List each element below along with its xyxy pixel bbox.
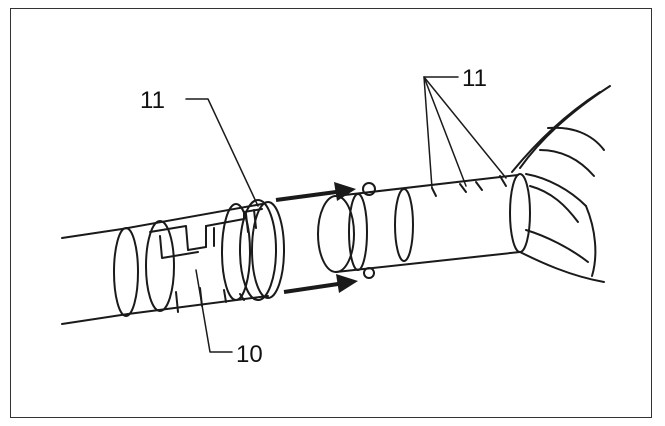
insert-arrows — [275, 182, 358, 294]
leader-right-11-a — [423, 76, 459, 189]
callout-11-right: 11 — [462, 65, 487, 92]
callout-10: 10 — [236, 341, 263, 368]
arrow-lower — [283, 274, 358, 294]
leader-right-11-b — [423, 76, 467, 187]
callout-11-left: 11 — [140, 87, 165, 114]
leader-lines — [185, 76, 507, 353]
diagram-frame — [10, 8, 652, 418]
arrow-upper — [275, 182, 356, 202]
engine-housing — [511, 85, 611, 283]
main-tube — [317, 173, 531, 279]
shaft-coupling-10 — [113, 199, 285, 317]
left-shaft — [61, 228, 129, 325]
leader-right-11-c — [423, 76, 507, 179]
leader-left-11 — [185, 98, 259, 207]
leader-bottom-10 — [195, 269, 233, 353]
